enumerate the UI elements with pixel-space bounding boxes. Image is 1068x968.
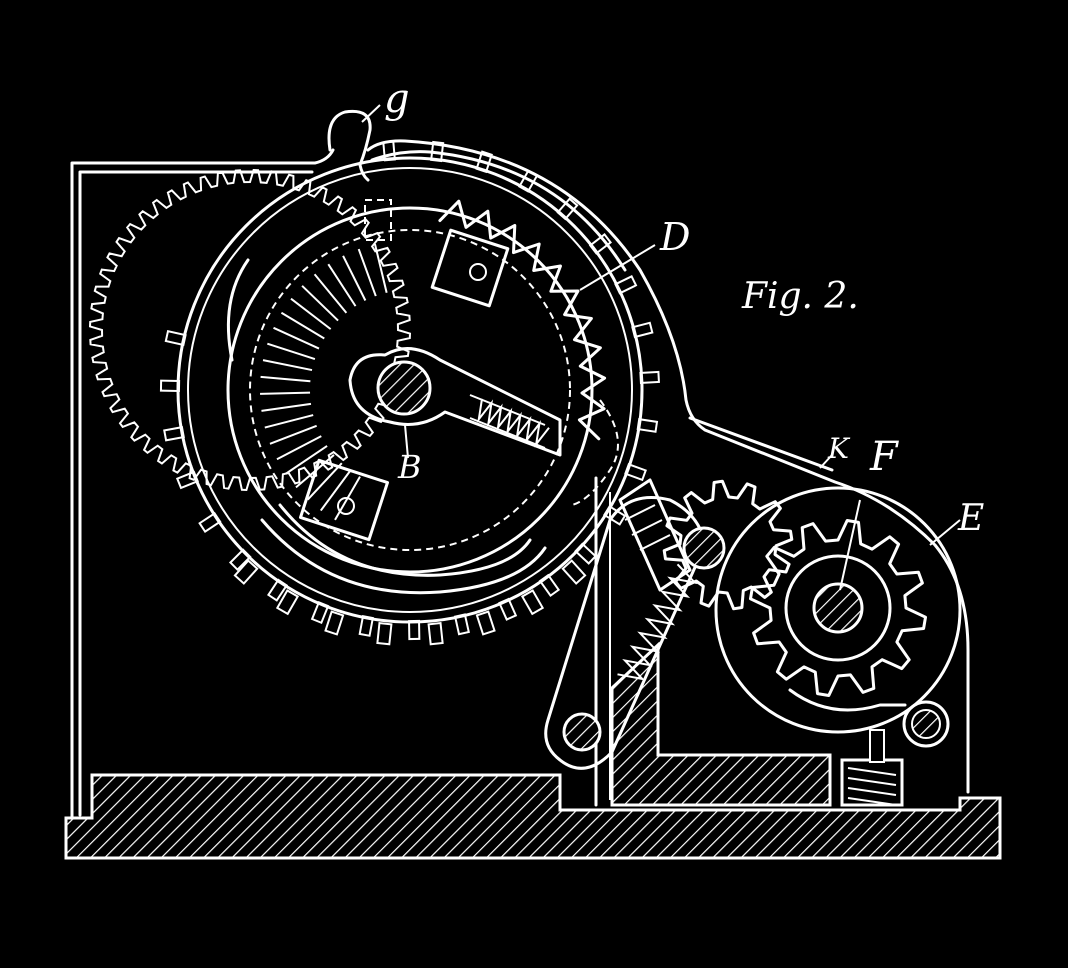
drum-d [159, 140, 660, 646]
intermediate-gear [662, 479, 794, 611]
base-plate [64, 641, 1002, 860]
leader-lines [361, 104, 961, 591]
background-gear [88, 168, 412, 492]
label-k: K [827, 432, 851, 465]
lever-spring [617, 563, 698, 681]
ratchet-teeth [438, 199, 607, 441]
lever-arm [544, 478, 726, 770]
label-d: D [659, 215, 690, 259]
figure-title: Fig. 2. [741, 276, 859, 317]
label-g: g [384, 76, 410, 122]
drum-slots [260, 243, 388, 521]
handle-g [327, 109, 372, 182]
label-b: B [397, 448, 422, 486]
label-e: E [957, 498, 984, 539]
hub-spring [477, 398, 550, 448]
gear-wheel-e [714, 486, 962, 748]
label-f: F [869, 434, 899, 480]
